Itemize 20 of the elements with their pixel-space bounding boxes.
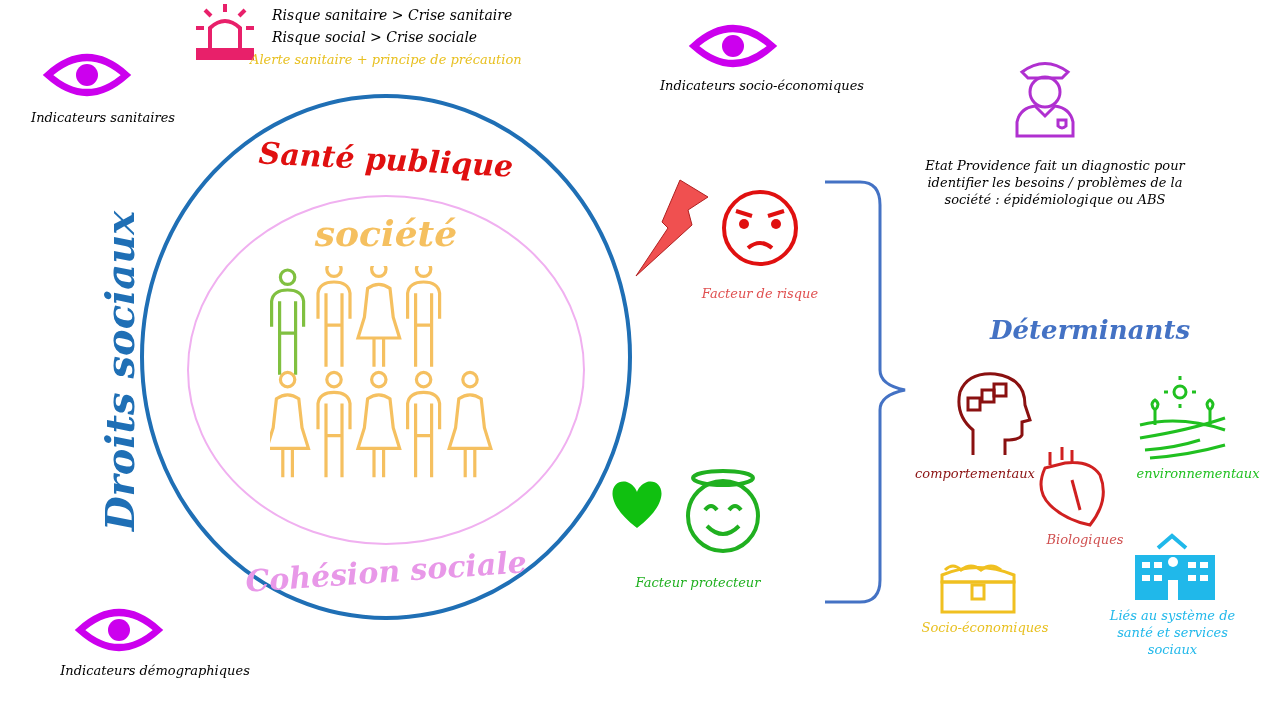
vertical-title: Droits sociaux [95,209,144,534]
heading-text: Cohésion sociale [243,543,529,600]
caption-text: comportementaux [914,466,1036,483]
caption-text: Facteur de risque [700,286,820,303]
caption-text: Indicateurs démographiques [59,663,251,680]
caption-text: environnementaux [1135,466,1261,483]
note-text: Alerte sanitaire + principe de précaution [250,52,523,69]
caption-text: Socio-économiques [920,620,1050,637]
heading-text: Santé publique [256,134,516,185]
note-text: Risque social > Crise sociale [272,28,479,47]
caption-text: Biologiques [1045,532,1125,549]
heading-text: société [313,212,459,254]
caption-text: Indicateurs sanitaires [30,110,176,127]
paragraph-text: Etat Providence fait un diagnostic pour identifier les besoins / problèmes de la société : épidémiologique ou ABS [924,158,1187,209]
note-text: Risque sanitaire > Crise sanitaire [272,6,514,25]
caption-text: Indicateurs socio-économiques [659,78,865,95]
caption-text: Liés au système de santé et services sociaux [1108,608,1237,659]
caption-text: Facteur protecteur [634,575,762,592]
inner-ellipse [186,194,586,546]
heading-text: Déterminants [990,314,1190,347]
